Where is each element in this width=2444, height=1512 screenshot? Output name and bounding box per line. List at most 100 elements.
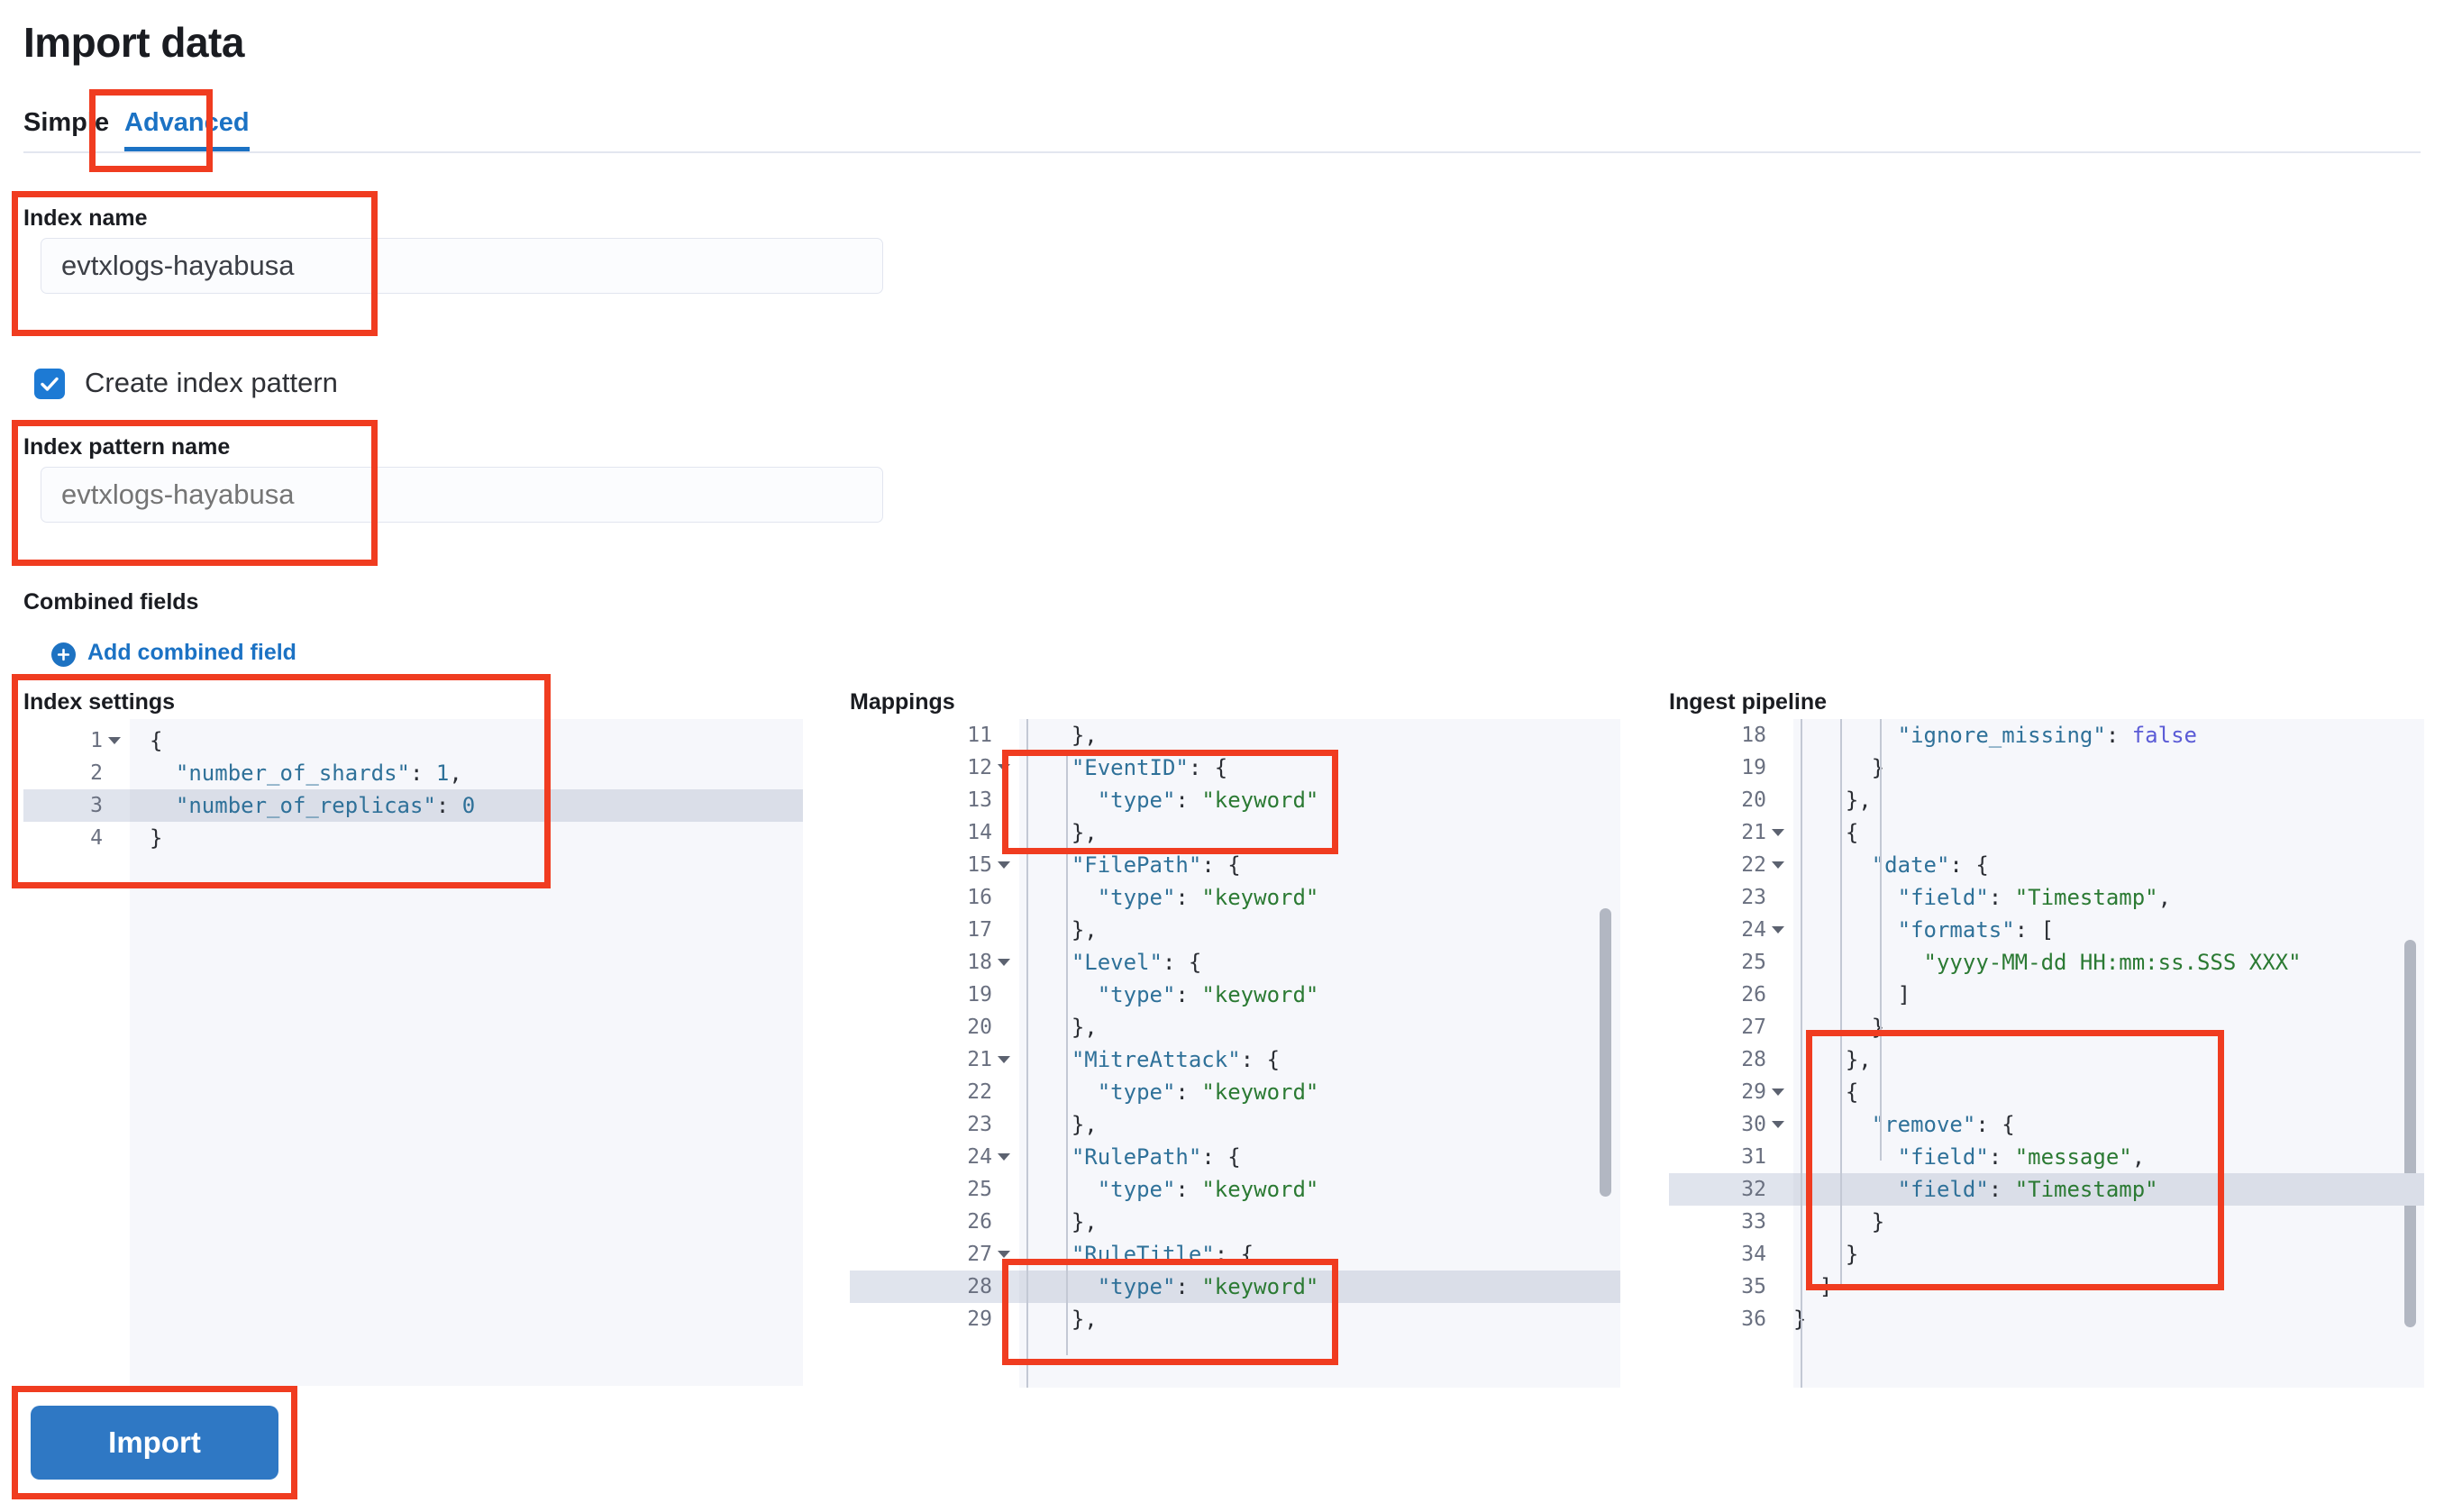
code-line: "RuleTitle": { bbox=[1071, 1242, 1254, 1267]
line-number: 31 bbox=[1741, 1145, 1766, 1169]
gutter-highlight bbox=[850, 1271, 1019, 1303]
code-line: "field": "message", bbox=[1897, 1144, 2146, 1170]
code-line: "type": "keyword" bbox=[1097, 885, 1319, 910]
index-name-input[interactable] bbox=[41, 238, 883, 294]
active-line-highlight bbox=[1019, 1271, 1620, 1303]
fold-arrow-icon[interactable] bbox=[998, 1056, 1010, 1063]
line-number: 25 bbox=[1741, 951, 1766, 974]
fold-arrow-icon[interactable] bbox=[1772, 926, 1784, 934]
fold-arrow-icon[interactable] bbox=[1772, 829, 1784, 836]
plus-circle-icon bbox=[51, 642, 76, 667]
mappings-scrollbar[interactable] bbox=[1600, 908, 1611, 1197]
code-line: }, bbox=[1845, 788, 1872, 813]
code-line: "date": { bbox=[1871, 852, 1989, 878]
code-line: } bbox=[1871, 1015, 1885, 1040]
line-number: 12 bbox=[850, 751, 1019, 784]
fold-arrow-icon[interactable] bbox=[108, 737, 121, 744]
tab-advanced[interactable]: Advanced bbox=[124, 97, 250, 151]
ingest-pipeline-code[interactable]: "ignore_missing": false } }, { "date": {… bbox=[1793, 719, 2424, 1388]
code-line: } bbox=[1845, 1242, 1859, 1267]
code-line: { bbox=[1845, 1079, 1859, 1105]
line-number: 21 bbox=[850, 1043, 1019, 1076]
code-line: }, bbox=[1071, 723, 1098, 748]
line-number: 22 bbox=[967, 1080, 992, 1104]
fold-arrow-icon[interactable] bbox=[1772, 861, 1784, 869]
import-button[interactable]: Import bbox=[31, 1406, 278, 1480]
tab-bar: Simple Advanced bbox=[23, 97, 2421, 153]
index-pattern-name-label: Index pattern name bbox=[23, 434, 231, 460]
fold-arrow-icon[interactable] bbox=[998, 959, 1010, 966]
fold-arrow-icon[interactable] bbox=[998, 861, 1010, 869]
code-line: "field": "Timestamp" bbox=[1897, 1177, 2158, 1202]
line-number: 20 bbox=[967, 1016, 992, 1039]
fold-arrow-icon[interactable] bbox=[998, 1153, 1010, 1161]
index-pattern-name-input[interactable] bbox=[41, 467, 883, 523]
fold-arrow-icon[interactable] bbox=[998, 764, 1010, 771]
code-line: }, bbox=[1071, 1307, 1098, 1332]
code-line: }, bbox=[1071, 917, 1098, 943]
active-line-highlight bbox=[1793, 1173, 2424, 1206]
mappings-code[interactable]: }, "EventID": { "type": "keyword" }, "Fi… bbox=[1019, 719, 1620, 1388]
line-number: 23 bbox=[967, 1113, 992, 1136]
code-line: "yyyy-MM-dd HH:mm:ss.SSS XXX" bbox=[1923, 950, 2302, 975]
line-number: 3 bbox=[90, 794, 103, 817]
line-number: 28 bbox=[1741, 1048, 1766, 1071]
line-number: 23 bbox=[1741, 886, 1766, 909]
mappings-title: Mappings bbox=[850, 689, 955, 715]
code-line: "remove": { bbox=[1871, 1112, 2015, 1137]
line-number: 27 bbox=[1741, 1016, 1766, 1039]
line-number: 16 bbox=[967, 886, 992, 909]
code-line: ] bbox=[1897, 982, 1911, 1007]
code-line: "ignore_missing": false bbox=[1897, 723, 2197, 748]
line-number: 25 bbox=[967, 1178, 992, 1201]
code-line: "type": "keyword" bbox=[1097, 1177, 1319, 1202]
code-line: { bbox=[1845, 820, 1859, 845]
code-line: ] bbox=[1819, 1274, 1833, 1299]
line-number: 14 bbox=[967, 821, 992, 844]
line-number: 27 bbox=[850, 1238, 1019, 1271]
line-number: 26 bbox=[1741, 983, 1766, 1006]
indent-guide bbox=[1840, 719, 1842, 1290]
line-number: 29 bbox=[967, 1307, 992, 1331]
fold-arrow-icon[interactable] bbox=[1772, 1121, 1784, 1128]
fold-arrow-icon[interactable] bbox=[998, 1251, 1010, 1258]
code-line: } bbox=[1871, 755, 1885, 780]
code-line: "FilePath": { bbox=[1071, 852, 1241, 878]
line-number: 35 bbox=[1741, 1275, 1766, 1298]
code-line: { bbox=[150, 728, 163, 753]
checkbox-checked-icon[interactable] bbox=[34, 369, 65, 399]
code-line: "Level": { bbox=[1071, 950, 1202, 975]
line-number: 15 bbox=[850, 849, 1019, 881]
indent-guide bbox=[1880, 719, 1882, 1161]
line-number: 28 bbox=[967, 1275, 992, 1298]
create-index-pattern-label: Create index pattern bbox=[85, 367, 338, 398]
tab-simple[interactable]: Simple bbox=[23, 108, 110, 137]
line-number: 24 bbox=[850, 1141, 1019, 1173]
code-line: }, bbox=[1071, 820, 1098, 845]
line-number: 20 bbox=[1741, 788, 1766, 812]
ingest-pipeline-scrollbar[interactable] bbox=[2404, 940, 2416, 1327]
gutter-highlight bbox=[1669, 1173, 1793, 1206]
add-combined-field-label: Add combined field bbox=[87, 640, 296, 665]
code-line: "type": "keyword" bbox=[1097, 1079, 1319, 1105]
line-number: 17 bbox=[967, 918, 992, 942]
code-line: "type": "keyword" bbox=[1097, 982, 1319, 1007]
line-number: 22 bbox=[1669, 849, 1793, 881]
index-settings-code[interactable]: { "number_of_shards": 1, "number_of_repl… bbox=[130, 719, 803, 1386]
page-title: Import data bbox=[23, 19, 244, 66]
line-number: 2 bbox=[90, 761, 103, 785]
code-line: }, bbox=[1071, 1112, 1098, 1137]
index-settings-title: Index settings bbox=[23, 689, 176, 715]
ingest-pipeline-title: Ingest pipeline bbox=[1669, 689, 1828, 715]
code-line: "field": "Timestamp", bbox=[1897, 885, 2172, 910]
fold-arrow-icon[interactable] bbox=[1772, 1088, 1784, 1096]
code-line: "formats": [ bbox=[1897, 917, 2055, 943]
code-line: }, bbox=[1071, 1209, 1098, 1234]
line-number: 34 bbox=[1741, 1243, 1766, 1266]
index-name-label: Index name bbox=[23, 205, 148, 231]
line-number: 36 bbox=[1741, 1307, 1766, 1331]
code-line: "RulePath": { bbox=[1071, 1144, 1241, 1170]
